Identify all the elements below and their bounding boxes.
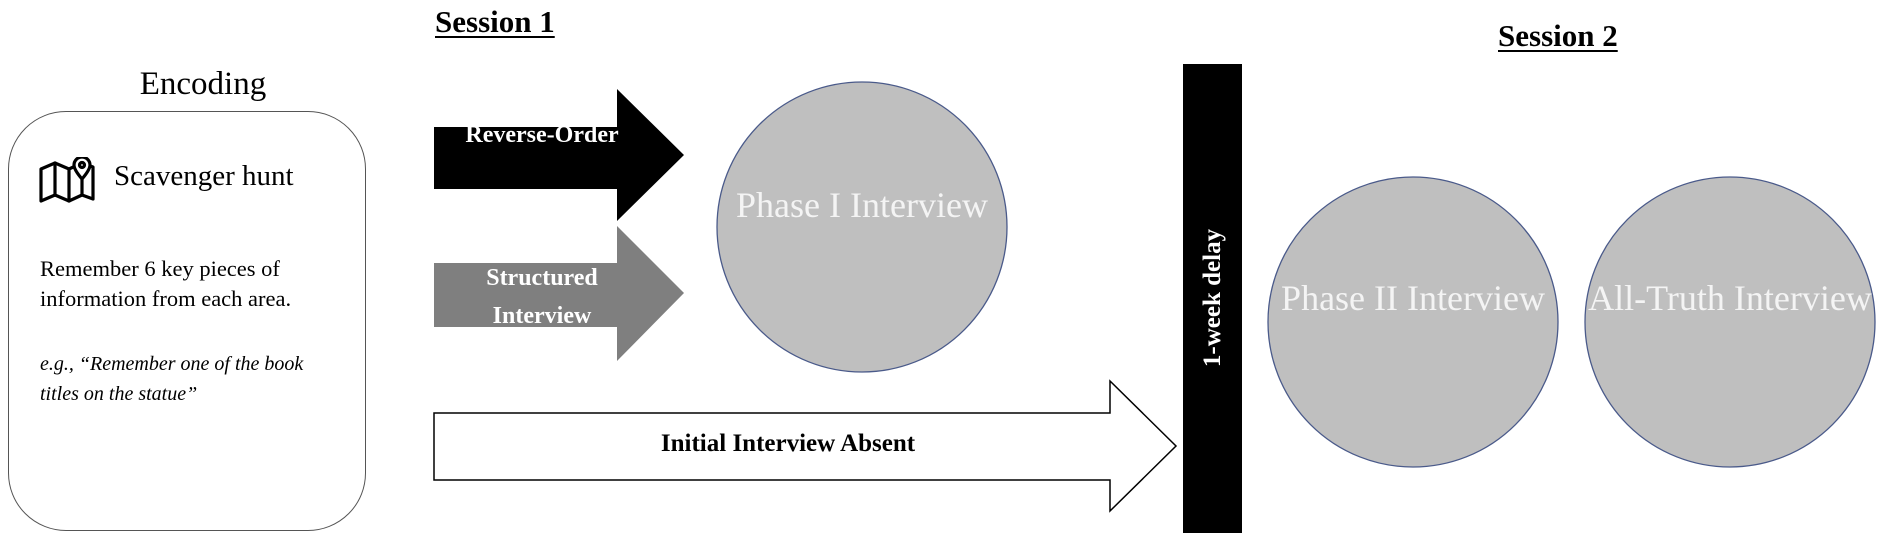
all-truth-circle: [1584, 176, 1876, 468]
reverse-order-arrow: [434, 89, 684, 221]
delay-bar: [1183, 64, 1242, 533]
reverse-order-label: Reverse-Order: [465, 122, 619, 148]
structured-interview-arrow: [434, 226, 684, 361]
initial-interview-absent-arrow: [433, 379, 1178, 513]
phase-2-circle: [1267, 176, 1559, 468]
encoding-example: e.g., “Remember one of the book titles o…: [40, 353, 304, 405]
session-2-title: Session 2: [1498, 18, 1618, 53]
encoding-box: [8, 111, 366, 531]
all-truth-interview-label: All-Truth Interview: [1588, 278, 1872, 318]
encoding-title: Encoding: [139, 66, 267, 102]
phase-1-circle: [716, 81, 1008, 373]
scavenger-hunt-label: Scavenger hunt: [114, 160, 294, 192]
structured-interview-label: Structured Interview: [486, 265, 598, 329]
phase-2-interview-label: Phase II Interview: [1281, 278, 1545, 318]
phase-1-interview-label: Phase I Interview: [736, 185, 988, 225]
encoding-instruction: Remember 6 key pieces of information fro…: [40, 256, 292, 311]
initial-interview-absent-label: Initial Interview Absent: [660, 430, 916, 457]
map-location-icon: [39, 157, 95, 203]
session-1-title: Session 1: [435, 4, 555, 39]
delay-label: 1-week delay: [1199, 228, 1226, 368]
